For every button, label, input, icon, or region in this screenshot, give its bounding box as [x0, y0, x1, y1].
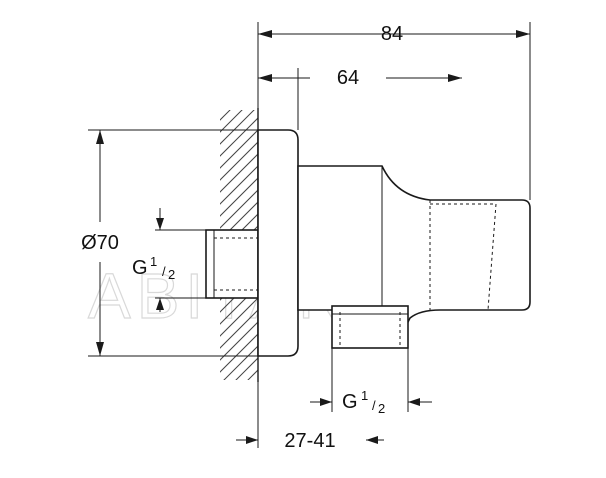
dimension-thread-bottom: G 1 / 2 — [310, 348, 432, 416]
dimension-diameter: Ø70 — [81, 129, 258, 357]
wall-flange — [257, 129, 299, 357]
dimension-thread-left: G 1 / 2 — [132, 208, 206, 312]
dimension-84-label: 84 — [381, 23, 403, 45]
outlet-thread — [331, 305, 409, 349]
thread-bottom-denominator: 2 — [378, 401, 385, 416]
elbow-body — [297, 165, 531, 331]
thread-bottom-numerator: 1 — [361, 388, 368, 403]
dimension-64: 64 — [258, 67, 462, 89]
dimension-wall-range: 27-41 — [236, 382, 384, 452]
thread-left-denominator: 2 — [168, 267, 175, 282]
dimension-64-label: 64 — [337, 67, 359, 89]
thread-bottom-letter: G — [342, 391, 358, 413]
thread-left-letter: G — [132, 257, 148, 279]
thread-left-slash: / — [162, 264, 166, 279]
dimension-84: 84 — [258, 23, 530, 45]
holder-insert — [429, 200, 497, 311]
wall-inlet-thread — [205, 229, 259, 299]
thread-bottom-slash: / — [372, 398, 376, 413]
thread-left-numerator: 1 — [150, 254, 157, 269]
diameter-label: Ø70 — [81, 232, 119, 254]
wall-range-label: 27-41 — [284, 430, 335, 452]
